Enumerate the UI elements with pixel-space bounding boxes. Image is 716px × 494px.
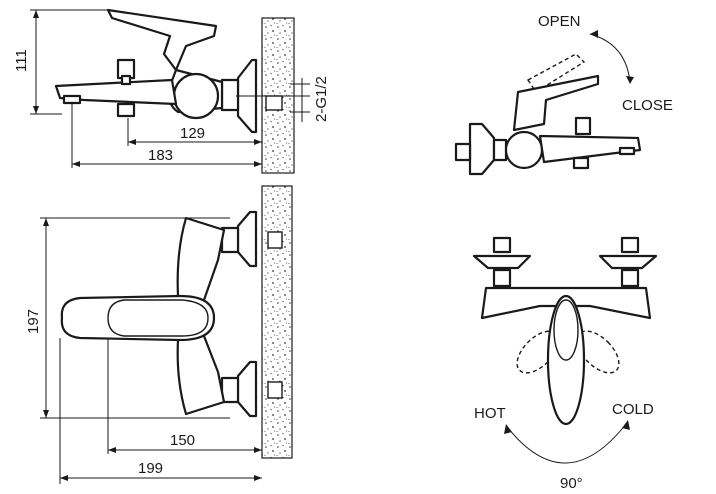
spout-right [538, 134, 642, 164]
dim-199-label: 199 [138, 460, 163, 477]
shower-outlet [116, 102, 136, 118]
aerator [62, 94, 82, 105]
cold-label: COLD [612, 401, 654, 418]
eccentric-connector [220, 78, 240, 112]
dim-183-label: 183 [148, 147, 173, 164]
top-view: 197 150 199 [25, 185, 293, 484]
inlet-bottom [267, 381, 283, 399]
aerator-right [618, 146, 636, 156]
flange-bottom [236, 360, 258, 418]
body-round-right [504, 130, 544, 170]
diverter-knob-right [574, 116, 592, 136]
dim-150-label: 150 [170, 432, 195, 449]
cold-nut [620, 268, 640, 288]
handle-front-inner [553, 299, 579, 361]
cartridge-round [172, 72, 220, 120]
inlet-right [454, 142, 472, 162]
lever-closed [512, 74, 600, 132]
flange-top [236, 210, 258, 268]
dim-111-label: 111 [13, 49, 30, 72]
hot-label: HOT [474, 405, 506, 422]
rotation-arc [507, 423, 627, 464]
open-close-view: OPEN CLOSE [454, 13, 673, 176]
lever-handle [106, 8, 218, 72]
connector-right [492, 138, 508, 162]
spout [54, 78, 178, 106]
hot-cold-view: HOT COLD 90° [472, 236, 658, 492]
wall-inlet [265, 95, 283, 111]
open-label: OPEN [538, 13, 581, 30]
hot-flange [472, 254, 532, 270]
handle-inner [107, 299, 209, 337]
diverter-stem [120, 74, 132, 86]
dim-129-label: 129 [180, 125, 205, 142]
flange-right [468, 122, 496, 176]
dim-197-label: 197 [25, 309, 42, 334]
inlet-top [267, 231, 283, 249]
angle-label: 90° [560, 475, 583, 492]
open-close-arrow [589, 33, 631, 83]
dim-thread-label: 2-G1/2 [313, 76, 330, 122]
wall-section-bottom [261, 185, 293, 459]
side-view: 111 2-G1/2 129 183 [13, 8, 330, 174]
hot-inlet-top [492, 236, 512, 254]
handle-ghost-cold [576, 330, 620, 374]
hot-nut [492, 268, 512, 288]
cold-inlet-top [620, 236, 640, 254]
close-label: CLOSE [622, 97, 673, 114]
outlet-right [572, 156, 590, 170]
cold-flange [598, 254, 658, 270]
